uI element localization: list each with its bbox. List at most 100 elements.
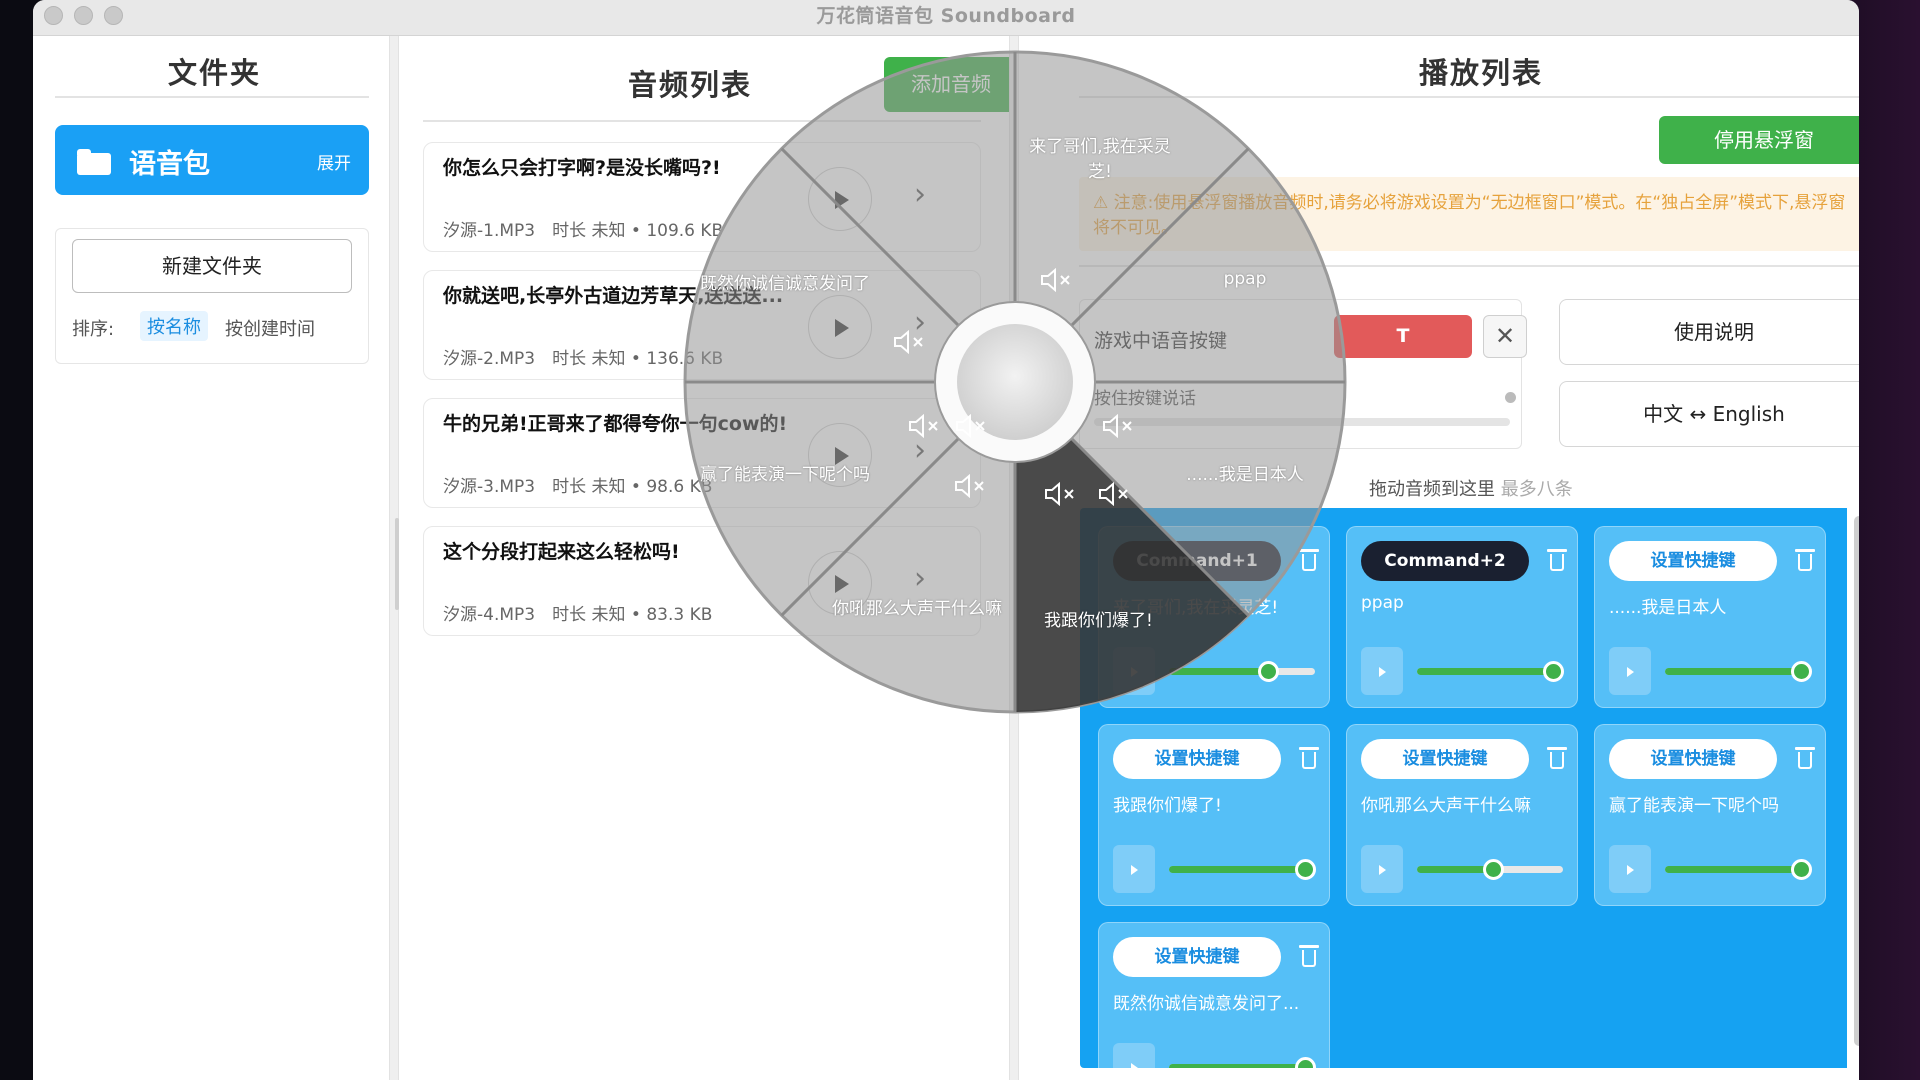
- trash-icon[interactable]: [1299, 943, 1319, 969]
- trash-icon[interactable]: [1795, 745, 1815, 771]
- play-button[interactable]: [808, 167, 872, 231]
- volume-slider[interactable]: [1417, 859, 1563, 880]
- add-audio-button[interactable]: 添加音频: [884, 57, 1018, 112]
- play-button[interactable]: [808, 423, 872, 487]
- warning-banner: ⚠ 注意:使用悬浮窗播放音频时,请务必将游戏设置为“无边框窗口”模式。在“独占全…: [1079, 177, 1859, 251]
- play-button[interactable]: [1609, 647, 1651, 695]
- volume-slider[interactable]: [1169, 859, 1316, 880]
- hotkey-button[interactable]: 设置快捷键: [1609, 739, 1777, 779]
- folder-item[interactable]: 语音包 展开: [55, 125, 369, 195]
- playlist-drop-zone[interactable]: Command+1 来了哥们,我在采灵芝! Command+2 ppap 设置快…: [1080, 508, 1847, 1068]
- play-button[interactable]: [1113, 845, 1155, 893]
- playlist-panel: 播放列表 停用悬浮窗 ⚠ 注意:使用悬浮窗播放音频时,请务必将游戏设置为“无边框…: [1019, 36, 1859, 1080]
- playlist-card-name: 赢了能表演一下呢个吗: [1609, 796, 1779, 816]
- new-folder-button[interactable]: 新建文件夹: [72, 239, 352, 293]
- audio-meta: 汐源-1.MP3 时长 未知 • 109.6 KB: [443, 221, 724, 241]
- hotkey-button[interactable]: 设置快捷键: [1113, 937, 1281, 977]
- playlist-card[interactable]: 设置快捷键 既然你诚信诚意发问了...: [1098, 922, 1330, 1068]
- playlist-card[interactable]: 设置快捷键 ......我是日本人: [1594, 526, 1826, 708]
- volume-slider[interactable]: [1169, 661, 1315, 682]
- play-button[interactable]: [808, 551, 872, 615]
- drag-hint-max: 最多八条: [1500, 479, 1573, 500]
- chevron-right-icon[interactable]: ›: [914, 177, 926, 212]
- title-bar: 万花筒语音包 Soundboard: [33, 0, 1859, 36]
- divider: [423, 120, 981, 122]
- drag-hint: 拖动音频到这里 最多八条: [1369, 475, 1573, 501]
- sort-label: 排序:: [72, 319, 115, 340]
- trash-icon[interactable]: [1795, 547, 1815, 573]
- game-key-box: 游戏中语音按键 T ✕ 按住按键说话: [1079, 299, 1527, 449]
- hotkey-button[interactable]: 设置快捷键: [1113, 739, 1281, 779]
- app-window: 万花筒语音包 Soundboard 文件夹 语音包 展开 新建文件夹 排序: 按…: [33, 0, 1859, 1080]
- playlist-card[interactable]: Command+2 ppap: [1346, 526, 1578, 708]
- audio-item[interactable]: 牛的兄弟!正哥来了都得夸你一句cow的! 汐源-3.MP3 时长 未知 • 98…: [423, 398, 981, 508]
- volume-slider-thumb[interactable]: [1790, 859, 1812, 880]
- folder-panel: 文件夹 语音包 展开 新建文件夹 排序: 按名称 按创建时间: [33, 36, 389, 1080]
- playlist-card-name: 来了哥们,我在采灵芝!: [1113, 598, 1279, 618]
- window-title: 万花筒语音包 Soundboard: [816, 5, 1076, 27]
- audio-item[interactable]: 你怎么只会打字啊?是没长嘴吗?! 汐源-1.MP3 时长 未知 • 109.6 …: [423, 142, 981, 252]
- trash-icon[interactable]: [1299, 745, 1319, 771]
- clear-key-button[interactable]: ✕: [1483, 315, 1527, 358]
- close-window-button[interactable]: [44, 6, 63, 25]
- hotkey-button[interactable]: Command+2: [1361, 541, 1529, 581]
- playlist-title: 播放列表: [1419, 56, 1544, 90]
- play-button[interactable]: [808, 295, 872, 359]
- divider: [1079, 96, 1859, 98]
- volume-slider[interactable]: [1417, 661, 1564, 682]
- audio-meta: 汐源-3.MP3 时长 未知 • 98.6 KB: [443, 477, 713, 497]
- zoom-window-button[interactable]: [104, 6, 123, 25]
- audio-title: 这个分段打起来这么轻松吗!: [443, 541, 680, 563]
- hold-to-talk-hint: 按住按键说话: [1094, 389, 1196, 409]
- chevron-right-icon[interactable]: ›: [914, 433, 926, 468]
- trash-icon[interactable]: [1547, 745, 1567, 771]
- play-button[interactable]: [1361, 845, 1403, 893]
- volume-slider-thumb[interactable]: [1294, 1057, 1316, 1068]
- playlist-scrollbar[interactable]: [1854, 516, 1859, 1046]
- volume-slider[interactable]: [1665, 859, 1812, 880]
- audio-list-title: 音频列表: [628, 68, 753, 102]
- audio-meta: 汐源-2.MP3 时长 未知 • 136.6 KB: [443, 349, 724, 369]
- help-button[interactable]: 使用说明: [1559, 299, 1859, 365]
- playlist-card[interactable]: 设置快捷键 赢了能表演一下呢个吗: [1594, 724, 1826, 906]
- disable-float-window-button[interactable]: 停用悬浮窗: [1659, 116, 1859, 164]
- playlist-card-name: ppap: [1361, 593, 1404, 613]
- folder-expand-button[interactable]: 展开: [317, 154, 351, 174]
- play-button[interactable]: [1113, 647, 1155, 695]
- hotkey-button[interactable]: Command+1: [1113, 541, 1281, 581]
- splitter-grip[interactable]: [395, 518, 399, 610]
- volume-slider-thumb[interactable]: [1482, 859, 1504, 880]
- audio-title: 你怎么只会打字啊?是没长嘴吗?!: [443, 157, 721, 179]
- game-key-value[interactable]: T: [1334, 315, 1472, 358]
- playlist-card[interactable]: 设置快捷键 你吼那么大声干什么嘛: [1346, 724, 1578, 906]
- volume-slider-thumb[interactable]: [1294, 859, 1316, 880]
- play-button[interactable]: [1609, 845, 1651, 893]
- hotkey-button[interactable]: 设置快捷键: [1609, 541, 1777, 581]
- volume-slider[interactable]: [1169, 1057, 1316, 1068]
- hotkey-button[interactable]: 设置快捷键: [1361, 739, 1529, 779]
- playlist-card[interactable]: Command+1 来了哥们,我在采灵芝!: [1098, 526, 1330, 708]
- audio-item[interactable]: 这个分段打起来这么轻松吗! 汐源-4.MP3 时长 未知 • 83.3 KB ›: [423, 526, 981, 636]
- sort-by-time-option[interactable]: 按创建时间: [225, 319, 315, 340]
- divider: [1079, 265, 1859, 267]
- volume-slider-thumb[interactable]: [1258, 661, 1280, 682]
- minimize-window-button[interactable]: [74, 6, 93, 25]
- audio-list-panel: 音频列表 添加音频 你怎么只会打字啊?是没长嘴吗?! 汐源-1.MP3 时长 未…: [399, 36, 1018, 1080]
- trash-icon[interactable]: [1547, 547, 1567, 573]
- playlist-card[interactable]: 设置快捷键 我跟你们爆了!: [1098, 724, 1330, 906]
- trash-icon[interactable]: [1299, 547, 1319, 573]
- panel-splitter[interactable]: [1009, 36, 1019, 1080]
- audio-item[interactable]: 你就送吧,长亭外古道边芳草天,送送送... 汐源-2.MP3 时长 未知 • 1…: [423, 270, 981, 380]
- sort-by-name-option[interactable]: 按名称: [140, 311, 208, 341]
- volume-slider-thumb[interactable]: [1542, 661, 1564, 682]
- volume-slider[interactable]: [1665, 661, 1812, 682]
- folder-panel-title: 文件夹: [168, 56, 262, 90]
- drag-hint-text: 拖动音频到这里: [1369, 479, 1495, 500]
- chevron-right-icon[interactable]: ›: [914, 305, 926, 340]
- play-button[interactable]: [1113, 1043, 1155, 1068]
- folder-actions: 新建文件夹 排序: 按名称 按创建时间: [55, 228, 369, 364]
- language-toggle-button[interactable]: 中文 ↔ English: [1559, 381, 1859, 447]
- volume-slider-thumb[interactable]: [1790, 661, 1812, 682]
- play-button[interactable]: [1361, 647, 1403, 695]
- chevron-right-icon[interactable]: ›: [914, 561, 926, 596]
